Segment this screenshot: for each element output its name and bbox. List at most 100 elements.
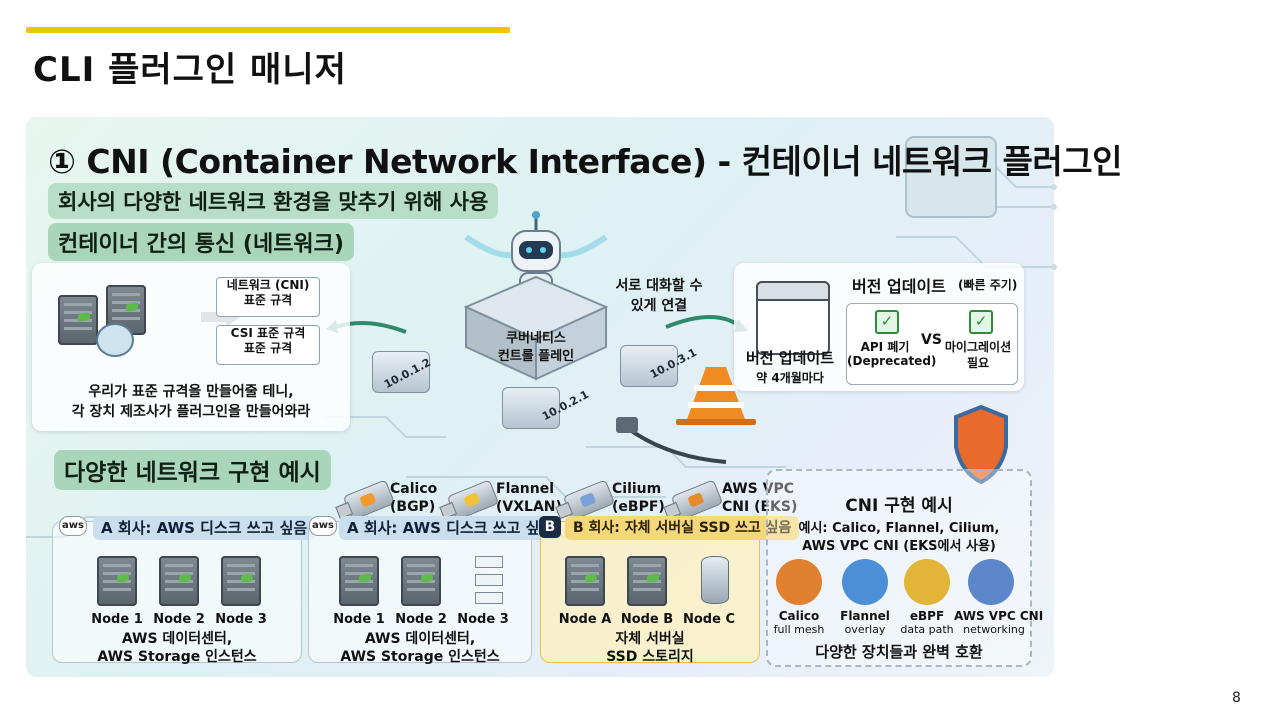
panel-b-header: B 회사: 자체 서버실 SSD 쓰고 싶음 [565,516,800,540]
traffic-cone-icon [686,367,746,422]
cni-spec-line1: 네트워크 (CNI) [226,278,310,292]
node-cube-left [372,351,430,393]
node-label: Node 1 [333,612,385,627]
aws-vpc-cni-logo-sub: networking [963,623,1025,636]
company-panel-b: B B 회사: 자체 서버실 SSD 쓰고 싶음 Node A Node B N… [539,516,800,665]
connect-text-line2: 있게 연결 [630,298,688,314]
node-cube-right [620,345,678,387]
comm-section-header: 컨테이너 간의 통신 (네트워크) [48,223,354,261]
ebpf-logo-sub: data path [900,623,954,636]
connect-text-line1: 서로 대화할 수 [615,278,703,294]
circuit-background [26,136,1057,538]
cloud-icon [968,559,1014,605]
standard-spec-card: 네트워크 (CNI) 표준 규격 CSI 표준 규격 표준 규격 우리가 표준 … [32,263,350,431]
cni-spec-line2: 표준 규격 [243,293,293,307]
server-icon [221,556,261,606]
node-label: Node C [683,612,735,627]
node-label: Node 1 [91,612,143,627]
cni-examples-footer: 다양한 장치들과 완벽 호환 [815,643,983,661]
impl-section-header: 다양한 네트워크 구현 예시 [54,450,331,490]
aws-logo-icon: aws [309,516,337,536]
cat-icon [776,559,822,605]
ebpf-logo-name: eBPF [909,609,945,623]
infographic-title: ① CNI (Container Network Interface) - 컨테… [48,142,1122,181]
panel-a1-caption-line1: AWS 데이터센터, [121,631,233,647]
cni-examples-panel: CNI 구현 예시 예시: Calico, Flannel, Cilium, A… [766,469,1044,667]
control-plane-line2: 컨트롤 플레인 [497,349,575,364]
company-panel-a1: aws A 회사: AWS 디스크 쓰고 싶음 Node 1 Node 2 No… [52,516,316,665]
ssd-storage-icon [691,556,731,606]
aws-vpc-cni-logo-name: AWS VPC CNI [954,609,1044,623]
csi-spec-doc: CSI 표준 규격 표준 규격 [216,325,320,365]
version-update-title: 버전 업데이트 [852,277,946,296]
server-icon [339,556,379,606]
flannel-logo-name: Flannel [840,609,890,623]
api-deprecated-line1: API 폐기 [860,340,910,354]
deprecation-box: ✓ ✓ API 폐기 (Deprecated) VS 마이그레이션 필요 [846,303,1018,385]
flannel-plugin-name: Flannel [496,481,555,497]
aws-vpc-plugin-name: AWS VPC [722,481,794,497]
server-icon [565,556,605,606]
server-icon [97,556,137,606]
cni-spec-doc: 네트워크 (CNI) 표준 규격 [216,277,320,317]
check-icon-migration: ✓ [969,310,993,334]
node-label: Node 2 [395,612,447,627]
panel-a1-header: A 회사: AWS 디스크 쓰고 싶음 [93,516,316,540]
panel-a2-caption-line1: AWS 데이터센터, [364,631,476,647]
server-icon [401,556,441,606]
control-plane-line1: 쿠버네티스 [506,331,566,346]
node-label: Node 2 [153,612,205,627]
vs-label: VS [921,332,942,348]
cni-examples-title: CNI 구현 예시 [845,496,953,516]
chip-graphic [905,136,997,218]
shield-icon [954,404,1008,485]
infographic-subtitle: 회사의 다양한 네트워크 환경을 맞추기 위해 사용 [48,183,499,219]
company-panel-a2: aws A 회사: AWS 디스크 쓰고 싶음 Node 1 Node 2 No… [308,516,562,665]
node-label: Node B [620,612,674,627]
csi-spec-line1: CSI 표준 규격 [230,326,306,340]
version-update-card: 버전 업데이트 (빠른 주기) 버전 업데이트 약 4개월마다 ✓ ✓ API … [734,263,1024,391]
panel-b-caption-line2: SSD 스토리지 [606,649,694,665]
node-label: Node 3 [457,612,509,627]
server-icon [159,556,199,606]
node-label: Node 3 [215,612,267,627]
check-icon-api: ✓ [875,310,899,334]
panel-a2-header: A 회사: AWS 디스크 쓰고 싶음 [339,516,562,540]
migration-line1: 마이그레이션 [944,340,1012,354]
spec-caption-line2: 각 장치 제조사가 플러그인을 만들어와라 [71,404,311,420]
hexagon-icon [904,559,950,605]
cilium-plugin-sub: (eBPF) [612,499,665,515]
panel-b-caption-line1: 자체 서버실 [615,631,685,647]
cni-examples-desc-line1: 예시: Calico, Flannel, Cilium, [798,521,1000,536]
calico-logo-sub: full mesh [773,623,825,636]
flannel-plugin-sub: (VXLAN) [496,499,562,515]
calico-plugin-sub: (BGP) [390,499,436,515]
panel-a2-caption-line2: AWS Storage 인스턴스 [340,649,500,665]
spec-caption-line1: 우리가 표준 규격을 만들어줄 테니, [88,384,294,400]
flannel-logo-sub: overlay [844,623,886,636]
aws-logo-icon: aws [59,516,87,536]
aws-vpc-plugin-sub: CNI (EKS) [722,499,798,515]
node-label: Node A [558,612,612,627]
flannel-icon [842,559,888,605]
b-company-logo: B [539,516,561,538]
calico-plugin-name: Calico [390,481,438,497]
csi-spec-line2: 표준 규격 [243,341,293,355]
right-connection-arrow [665,315,743,329]
cni-infographic: ① CNI (Container Network Interface) - 컨테… [26,117,1122,677]
node-cube-center [502,387,560,429]
slide-title: CLI 플러그인 매니저 [33,50,347,90]
cni-examples-desc-line2: AWS VPC CNI (EKS에서 사용) [802,539,996,554]
version-update-interval: 약 4개월마다 [756,371,824,385]
kubernetes-cluster-icon [54,283,174,357]
version-update-note: (빠른 주기) [958,278,1018,292]
network-cable-icon [624,425,727,464]
calico-logo-name: Calico [778,609,820,623]
api-deprecated-line2: (Deprecated) [847,354,937,368]
title-accent-bar [26,27,510,33]
version-update-label: 버전 업데이트 [745,349,835,367]
server-icon [627,556,667,606]
storage-diagram-icon [461,556,505,606]
migration-line2: 필요 [966,356,990,370]
panel-a1-caption-line2: AWS Storage 인스턴스 [97,649,257,665]
